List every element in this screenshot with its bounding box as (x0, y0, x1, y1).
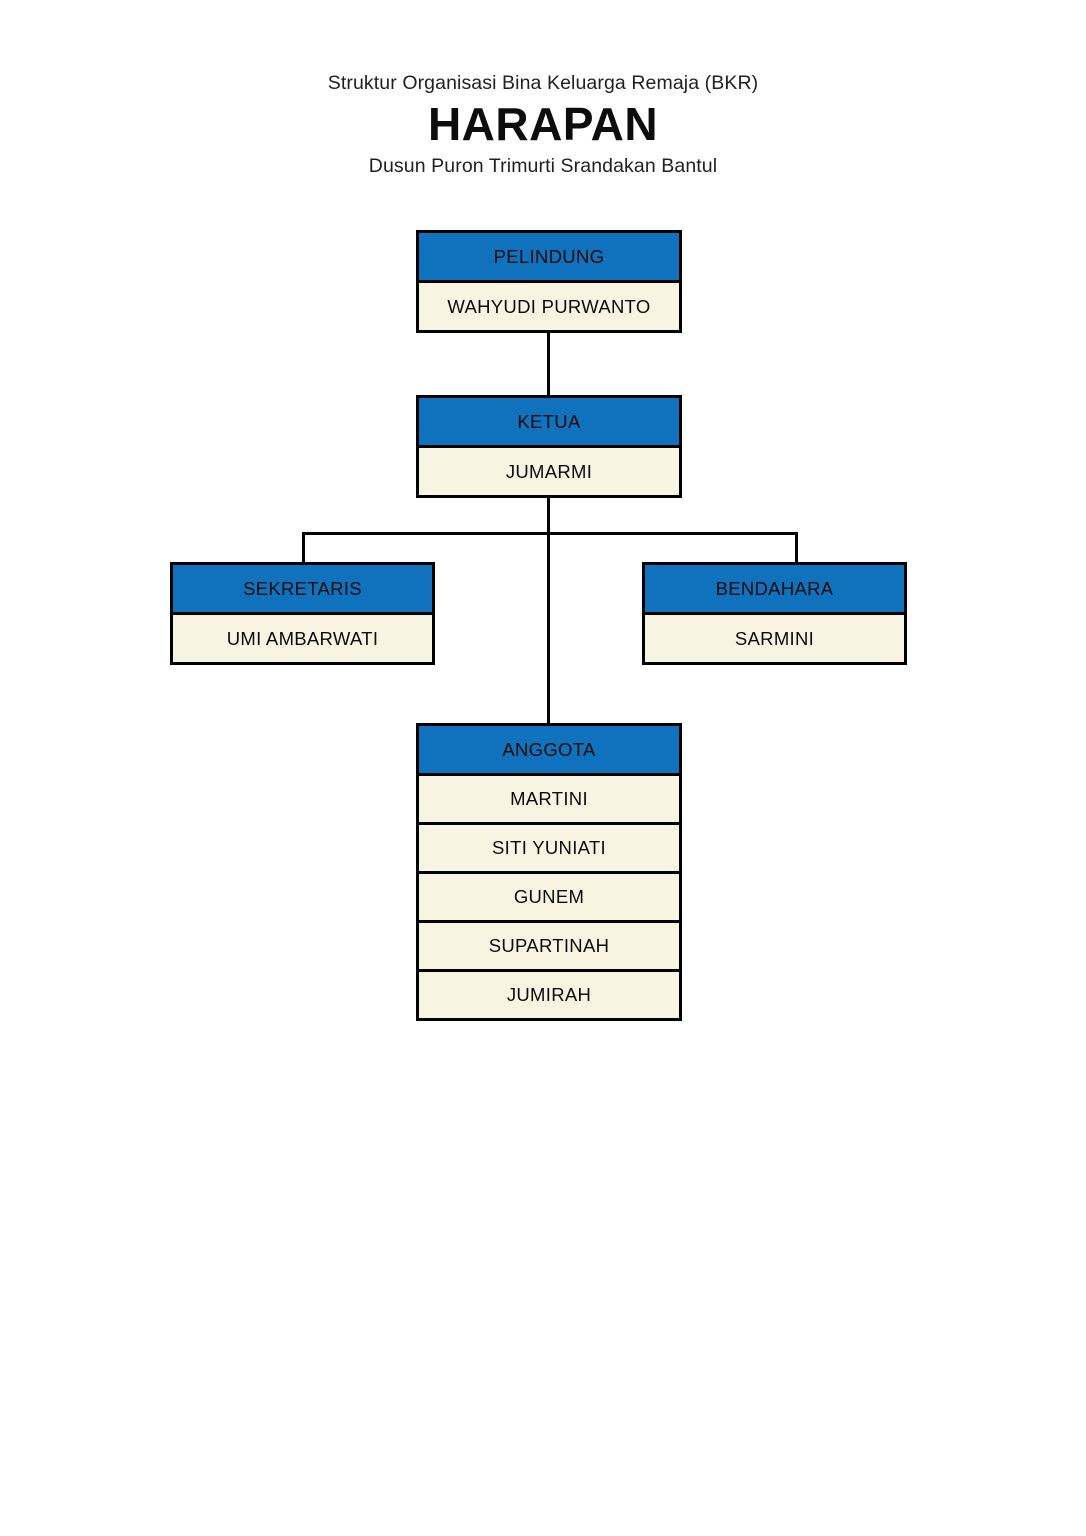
node-bendahara[interactable]: BENDAHARA SARMINI (642, 562, 907, 665)
node-anggota-member: GUNEM (419, 871, 679, 920)
node-anggota-member: JUMIRAH (419, 969, 679, 1018)
node-sekretaris-member: UMI AMBARWATI (173, 615, 432, 662)
node-ketua[interactable]: KETUA JUMARMI (416, 395, 682, 498)
chart-header: Struktur Organisasi Bina Keluarga Remaja… (0, 70, 1086, 180)
node-anggota-member: SITI YUNIATI (419, 822, 679, 871)
chart-location: Dusun Puron Trimurti Srandakan Bantul (368, 155, 718, 177)
node-anggota[interactable]: ANGGOTA MARTINI SITI YUNIATI GUNEM SUPAR… (416, 723, 682, 1021)
connector-bus-anggota (547, 535, 550, 725)
connector-horizontal-bus (302, 532, 798, 535)
page-title: HARAPAN (427, 98, 659, 150)
node-anggota-role: ANGGOTA (419, 726, 679, 776)
node-ketua-member: JUMARMI (419, 448, 679, 495)
node-anggota-member: MARTINI (419, 776, 679, 822)
node-pelindung-member: WAHYUDI PURWANTO (419, 283, 679, 330)
connector-bus-sekretaris (302, 532, 305, 564)
node-ketua-role: KETUA (419, 398, 679, 448)
connector-pelindung-ketua (547, 327, 550, 395)
chart-subtitle: Struktur Organisasi Bina Keluarga Remaja… (327, 72, 759, 94)
node-sekretaris[interactable]: SEKRETARIS UMI AMBARWATI (170, 562, 435, 665)
node-pelindung[interactable]: PELINDUNG WAHYUDI PURWANTO (416, 230, 682, 333)
node-pelindung-role: PELINDUNG (419, 233, 679, 283)
connector-ketua-stem (547, 490, 550, 535)
node-bendahara-member: SARMINI (645, 615, 904, 662)
node-anggota-member: SUPARTINAH (419, 920, 679, 969)
node-sekretaris-role: SEKRETARIS (173, 565, 432, 615)
node-bendahara-role: BENDAHARA (645, 565, 904, 615)
connector-bus-bendahara (795, 532, 798, 564)
